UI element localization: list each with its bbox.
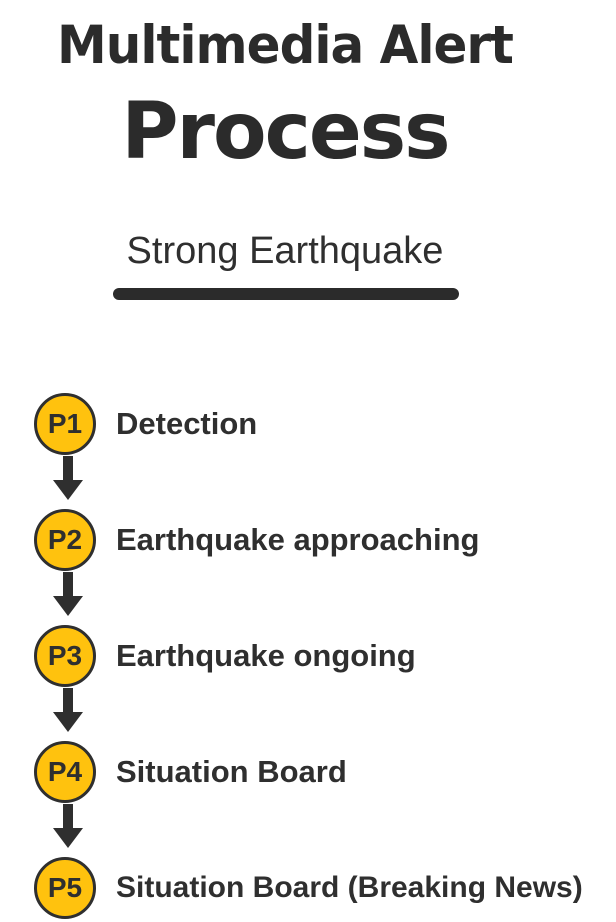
- subtitle-underline: [113, 288, 459, 300]
- step-label: Situation Board: [116, 754, 347, 789]
- page-title-line1: Multimedia Alert: [57, 14, 514, 76]
- step-label: Earthquake approaching: [116, 522, 480, 557]
- step-badge: P3: [34, 625, 96, 687]
- step-badge: P1: [34, 393, 96, 455]
- step-label: Situation Board (Breaking News): [116, 871, 583, 904]
- step-badge: P5: [34, 857, 96, 919]
- step-label: Earthquake ongoing: [116, 638, 416, 673]
- step-badge: P2: [34, 509, 96, 571]
- step-p2: P2 Earthquake approaching: [34, 507, 479, 573]
- step-p5: P5 Situation Board (Breaking News): [34, 855, 583, 921]
- step-p1: P1 Detection: [34, 391, 257, 457]
- step-p3: P3 Earthquake ongoing: [34, 623, 416, 689]
- step-p4: P4 Situation Board: [34, 739, 347, 805]
- down-arrow-icon: [53, 804, 83, 848]
- subtitle: Strong Earthquake: [126, 230, 444, 272]
- down-arrow-icon: [53, 688, 83, 732]
- down-arrow-icon: [53, 456, 83, 500]
- down-arrow-icon: [53, 572, 83, 616]
- step-label: Detection: [116, 406, 258, 441]
- page-title-line2: Process: [121, 87, 450, 177]
- step-badge: P4: [34, 741, 96, 803]
